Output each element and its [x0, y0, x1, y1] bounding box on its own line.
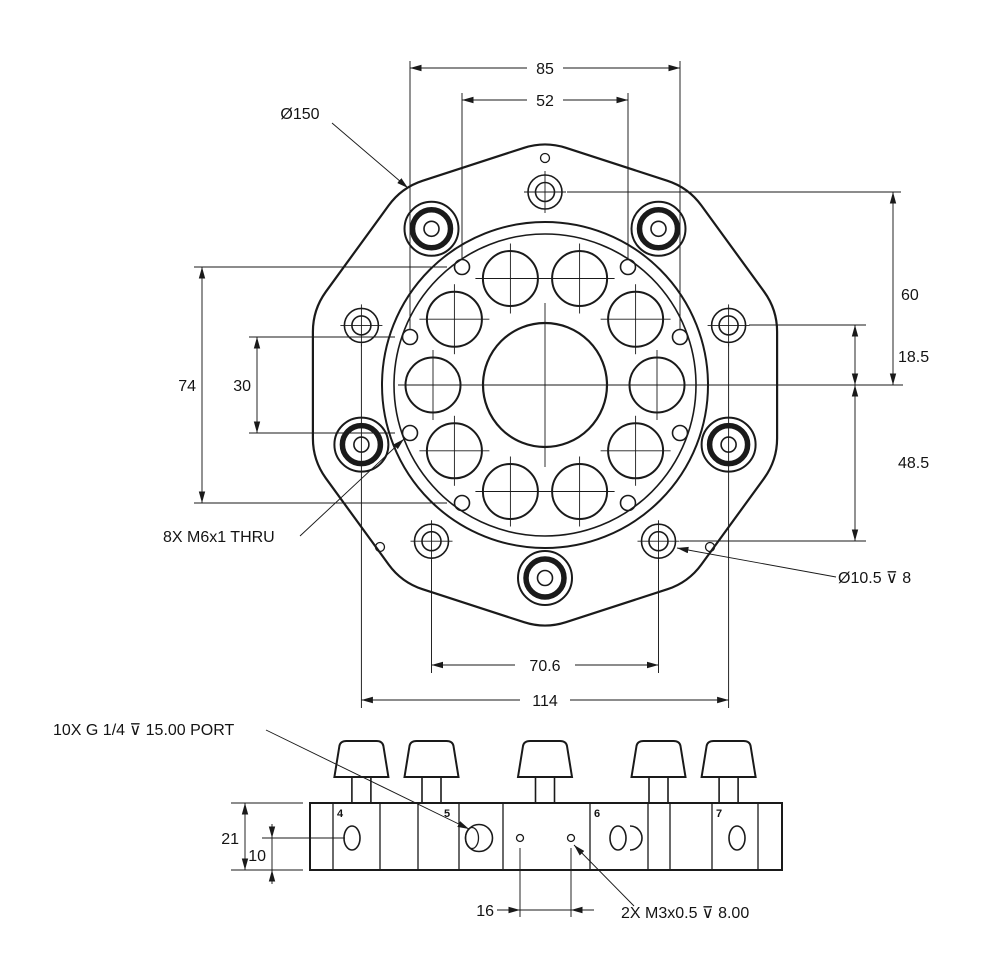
leader-lines-top-view	[299, 122, 837, 578]
counterbore-hole	[636, 519, 681, 564]
section-lines	[332, 803, 759, 870]
counterbore-hole	[409, 519, 454, 564]
label-port-note: 10X G 1/4 ⊽ 15.00 PORT	[53, 722, 235, 739]
m6-hole	[401, 328, 419, 346]
dim-21: 21	[221, 831, 239, 848]
m6-hole	[671, 328, 689, 346]
m3-holes	[515, 833, 576, 843]
radial-port	[609, 825, 627, 851]
port	[474, 455, 547, 528]
label-counterbore-note: Ø10.5 ⊽ 8	[838, 570, 911, 587]
leader-lines-side-view	[265, 729, 635, 907]
dimension-lines-side-view	[241, 803, 594, 914]
flange-outline	[311, 143, 779, 627]
top-view: 85 52 60 18.5 48.5 74 30 70.6 114 Ø150 8…	[163, 60, 929, 710]
port	[543, 242, 616, 315]
port	[543, 455, 616, 528]
radial-ports	[343, 823, 746, 853]
m6-hole	[453, 258, 471, 276]
port	[474, 242, 547, 315]
fitting-side	[333, 740, 390, 804]
fitting-side	[517, 740, 573, 804]
dim-60: 60	[901, 287, 919, 304]
port	[418, 283, 491, 356]
section-number-5: 5	[444, 808, 450, 820]
center-crosshair	[463, 303, 627, 467]
body-outline	[309, 802, 783, 871]
m6-hole	[453, 494, 471, 512]
fitting	[405, 202, 459, 256]
fitting	[518, 551, 572, 605]
dim-70-6: 70.6	[529, 658, 560, 675]
port	[599, 414, 672, 487]
m6-hole	[671, 424, 689, 442]
m6-hole	[619, 258, 637, 276]
extension-lines-top-view	[194, 61, 903, 708]
dim-30: 30	[233, 378, 251, 395]
counterbore-hole	[706, 303, 751, 348]
section-number-6: 6	[594, 808, 600, 820]
radial-port	[343, 825, 361, 851]
radial-port	[464, 826, 480, 850]
dim-74: 74	[178, 378, 196, 395]
radial-port	[629, 825, 643, 851]
counterbore-hole	[523, 170, 567, 214]
dim-85: 85	[536, 61, 554, 78]
fitting-side	[403, 740, 460, 804]
m6-hole	[401, 424, 419, 442]
m3-hole	[515, 833, 525, 843]
m6-hole	[619, 494, 637, 512]
fitting-side	[630, 740, 687, 804]
section-number-4: 4	[337, 808, 344, 820]
label-m3-note: 2X M3x0.5 ⊽ 8.00	[621, 905, 749, 922]
section-number-7: 7	[716, 808, 722, 820]
fitting-side	[700, 740, 757, 804]
dim-16: 16	[476, 903, 494, 920]
fitting	[632, 202, 686, 256]
label-thread-note: 8X M6x1 THRU	[163, 529, 275, 546]
counterbore-hole	[339, 303, 384, 348]
extension-lines-side-view	[231, 802, 572, 917]
dim-52: 52	[536, 93, 554, 110]
small-hole	[539, 152, 551, 164]
dim-114: 114	[532, 693, 558, 710]
radial-port	[728, 825, 746, 851]
port	[599, 283, 672, 356]
port	[397, 349, 469, 421]
dim-10: 10	[248, 848, 266, 865]
m3-hole	[566, 833, 576, 843]
dim-18-5: 18.5	[898, 349, 929, 366]
small-holes	[374, 152, 716, 553]
dim-48-5: 48.5	[898, 455, 929, 472]
small-hole	[704, 541, 716, 553]
m6-holes	[401, 258, 689, 512]
side-view: 4 5 6 7 21 10 16	[53, 722, 783, 922]
small-hole	[374, 541, 386, 553]
port	[418, 414, 491, 487]
label-outer-diameter: Ø150	[280, 106, 319, 123]
